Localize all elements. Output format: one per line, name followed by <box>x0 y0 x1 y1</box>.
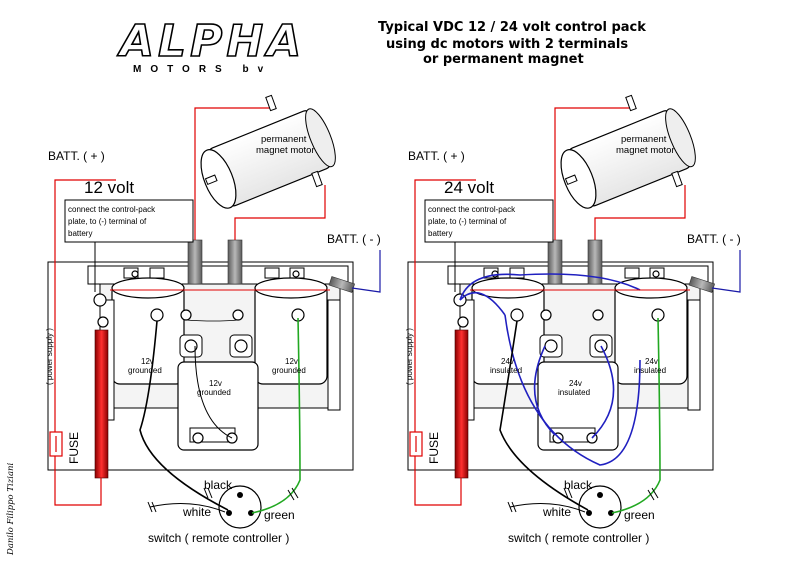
plate-note-line-2: plate, to (-) terminal of <box>68 217 147 226</box>
solenoid-right-voltage: 12v <box>285 357 298 366</box>
wire-black-label: black <box>564 478 593 492</box>
solenoid-left-voltage: 24v <box>501 357 514 366</box>
wire-green-label: green <box>264 508 295 522</box>
solenoid-right-voltage: 24v <box>645 357 658 366</box>
solenoid-bottom-voltage: 12v <box>209 379 222 388</box>
batt-minus-label: BATT. ( - ) <box>327 232 381 246</box>
power-supply-label: ( power supply ) <box>45 328 54 385</box>
solenoid-right-type: insulated <box>634 366 666 375</box>
plate-note-line-3: battery <box>68 229 92 238</box>
voltage-label: 12 volt <box>84 178 134 197</box>
panel-12-volt: BATT. ( + ) 12 volt BATT. ( - ) permanen… <box>45 94 381 545</box>
fuse-label: FUSE <box>67 432 81 464</box>
wire-white-label: white <box>542 505 571 519</box>
solenoid-right-type: grounded <box>272 366 306 375</box>
wire-black-label: black <box>204 478 233 492</box>
switch-label: switch ( remote controller ) <box>508 531 649 545</box>
motor-label-line-2: magnet motor <box>256 145 315 156</box>
batt-plus-label: BATT. ( + ) <box>48 149 105 163</box>
alpha-logo: ALPHA MOTORS bv <box>116 15 305 75</box>
fuse-label: FUSE <box>427 432 441 464</box>
title-line-1: Typical VDC 12 / 24 volt control pack <box>378 20 646 35</box>
plate-note-line-1: connect the control-pack <box>68 205 156 214</box>
solenoid-left-type: insulated <box>490 366 522 375</box>
solenoid-left-voltage: 12v <box>141 357 154 366</box>
batt-plus-label: BATT. ( + ) <box>408 149 465 163</box>
panel-24-volt: BATT. ( + ) 24 volt BATT. ( - ) permanen… <box>405 94 741 545</box>
motor-label-line-2: magnet motor <box>616 145 675 156</box>
solenoid-bottom-type: insulated <box>558 388 590 397</box>
plate-note-line-3: battery <box>428 229 452 238</box>
wire-white-label: white <box>182 505 211 519</box>
solenoid-left-type: grounded <box>128 366 162 375</box>
author-signature: Danilo Filippo Tiziani <box>6 463 16 556</box>
plate-note-line-1: connect the control-pack <box>428 205 516 214</box>
switch-label: switch ( remote controller ) <box>148 531 289 545</box>
diagram-title: Typical VDC 12 / 24 volt control pack us… <box>378 20 646 67</box>
logo-brand: ALPHA <box>117 16 305 67</box>
logo-subtitle: MOTORS bv <box>133 64 272 75</box>
wire-green-label: green <box>624 508 655 522</box>
motor-label-line-1: permanent <box>621 134 667 145</box>
voltage-label: 24 volt <box>444 178 494 197</box>
batt-minus-label: BATT. ( - ) <box>687 232 741 246</box>
motor-label-line-1: permanent <box>261 134 307 145</box>
power-supply-label: ( power supply ) <box>405 328 414 385</box>
solenoid-bottom-type: grounded <box>197 388 231 397</box>
solenoid-bottom-voltage: 24v <box>569 379 582 388</box>
title-line-3: or permanent magnet <box>423 52 584 67</box>
plate-note-line-2: plate, to (-) terminal of <box>428 217 507 226</box>
title-line-2: using dc motors with 2 terminals <box>386 37 628 52</box>
